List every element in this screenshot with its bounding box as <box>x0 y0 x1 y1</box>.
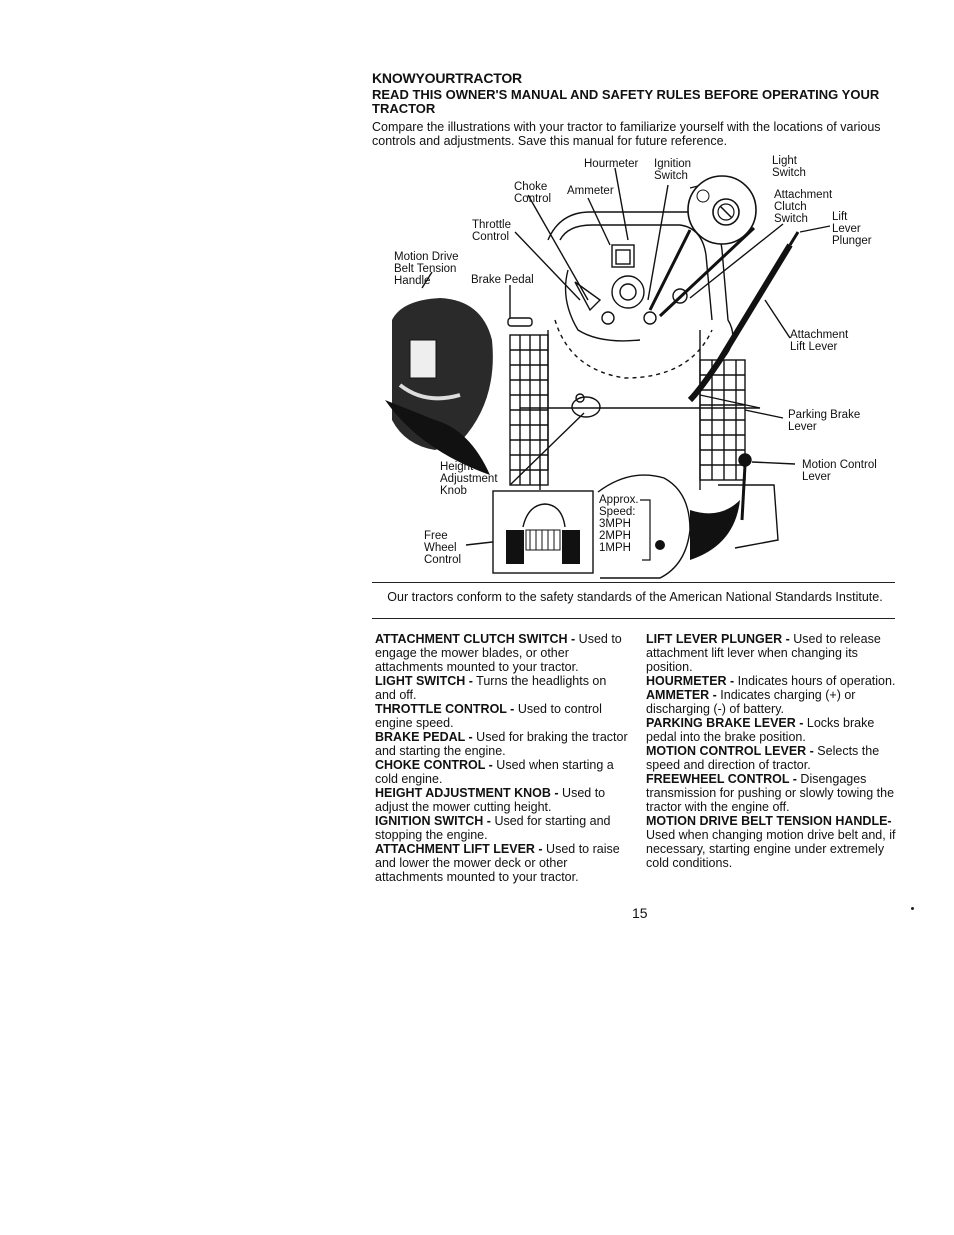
def-brake-pedal: BRAKE PEDAL - Used for braking the tract… <box>375 730 628 758</box>
right-definitions: LIFT LEVER PLUNGER - Used to release att… <box>646 632 898 870</box>
def-motion-control-lever: MOTION CONTROL LEVER - Selects the speed… <box>646 744 880 772</box>
def-motion-drive-belt-tension-handle: MOTION DRIVE BELT TENSION HANDLE-Used wh… <box>646 814 896 870</box>
bottom-rule <box>372 618 895 619</box>
stray-dot <box>911 907 914 910</box>
def-light-switch: LIGHT SWITCH - Turns the headlights on a… <box>375 674 607 702</box>
label-light-switch: Light Switch <box>772 155 806 179</box>
label-attachment-lift-lever: Attachment Lift Lever <box>790 329 849 353</box>
def-attachment-clutch-switch: ATTACHMENT CLUTCH SWITCH - Used to engag… <box>375 632 622 674</box>
label-height-adjustment-knob: Height Adjustment Knob <box>440 461 498 497</box>
label-attachment-clutch-switch: Attachment Clutch Switch <box>774 189 833 225</box>
ansi-caption: Our tractors conform to the safety stand… <box>387 590 883 604</box>
tractor-line-drawing <box>385 167 831 579</box>
def-hourmeter: HOURMETER - Indicates hours of operation… <box>646 674 896 688</box>
def-ignition-switch: IGNITION SWITCH - Used for starting and … <box>375 814 611 842</box>
def-freewheel-control: FREEWHEEL CONTROL - Disengages transmiss… <box>646 772 895 814</box>
section-heading: KNOWYOURTRACTOR <box>372 70 522 86</box>
warning-subheading: READ THIS OWNER'S MANUAL AND SAFETY RULE… <box>372 87 880 116</box>
page-number: 15 <box>632 905 648 921</box>
def-throttle-control: THROTTLE CONTROL - Used to control engin… <box>375 702 602 730</box>
top-rule <box>372 582 895 583</box>
label-hourmeter: Hourmeter <box>584 158 639 170</box>
left-definitions: ATTACHMENT CLUTCH SWITCH - Used to engag… <box>375 632 630 884</box>
def-lift-lever-plunger: LIFT LEVER PLUNGER - Used to release att… <box>646 632 881 674</box>
label-approx-speed: Approx. Speed: 3MPH 2MPH 1MPH <box>599 494 639 554</box>
label-choke-control: Choke Control <box>514 181 552 205</box>
def-parking-brake-lever: PARKING BRAKE LEVER - Locks brake pedal … <box>646 716 875 744</box>
label-throttle-control: Throttle Control <box>472 219 511 243</box>
def-ammeter: AMMETER - Indicates charging (+) or disc… <box>646 688 856 716</box>
label-free-wheel-control: Free Wheel Control <box>424 530 462 566</box>
label-brake-pedal: Brake Pedal <box>471 274 534 286</box>
def-choke-control: CHOKE CONTROL - Used when starting a col… <box>375 758 614 786</box>
label-lift-lever-plunger: Lift Lever Plunger <box>832 211 872 247</box>
def-height-adjustment-knob: HEIGHT ADJUSTMENT KNOB - Used to adjust … <box>375 786 606 814</box>
label-ignition-switch: Ignition Switch <box>654 158 692 182</box>
label-motion-drive-belt-handle: Motion Drive Belt Tension Handle <box>394 251 459 287</box>
label-ammeter: Ammeter <box>567 185 614 197</box>
label-motion-control-lever: Motion Control Lever <box>802 459 877 483</box>
label-parking-brake-lever: Parking Brake Lever <box>788 409 861 433</box>
def-attachment-lift-lever: ATTACHMENT LIFT LEVER - Used to raise an… <box>375 842 620 884</box>
intro-paragraph: Compare the illustrations with your trac… <box>372 120 881 148</box>
